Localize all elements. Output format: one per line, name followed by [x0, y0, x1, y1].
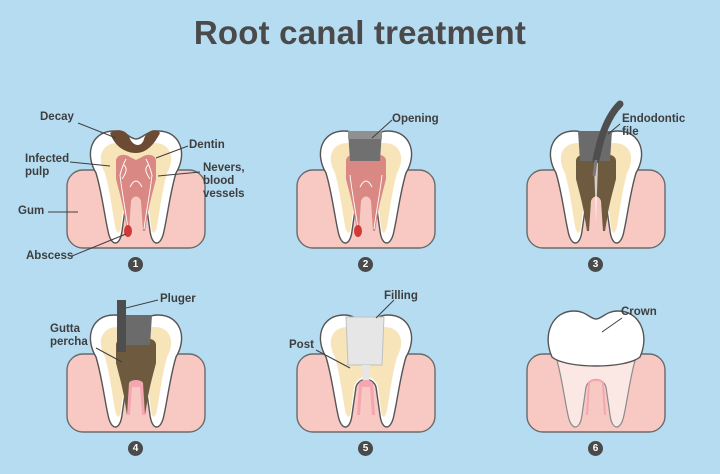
label-post: Post — [289, 339, 314, 351]
callout-lines — [48, 119, 623, 369]
label-dentin: Dentin — [189, 139, 225, 151]
tooth-step-1 — [89, 130, 183, 244]
step-number-1: 1 — [128, 257, 143, 272]
label-filling: Filling — [384, 290, 418, 302]
step-number-4: 4 — [128, 441, 143, 456]
label-decay: Decay — [40, 111, 74, 123]
label-pluger: Pluger — [160, 293, 196, 305]
page-title: Root canal treatment — [193, 14, 527, 51]
step-number-2: 2 — [358, 257, 373, 272]
label-endodontic-file: Endodontic file — [622, 113, 686, 138]
label-nerves-blood-vessels: Nevers, blood vessels — [203, 162, 245, 200]
step-number-6: 6 — [588, 441, 603, 456]
label-gutta-percha: Gutta percha — [50, 323, 88, 348]
step-number-5: 5 — [358, 441, 373, 456]
tooth-step-6 — [547, 310, 645, 428]
tooth-step-4 — [89, 314, 183, 428]
label-gum: Gum — [18, 205, 45, 217]
label-opening: Opening — [392, 113, 439, 125]
endodontic-file-instrument — [592, 100, 624, 177]
tooth-step-2 — [319, 130, 413, 244]
label-abscess: Abscess — [26, 250, 74, 262]
tooth-step-5 — [319, 314, 413, 428]
pluger-instrument — [117, 300, 126, 352]
step-number-3: 3 — [588, 257, 603, 272]
label-infected-pulp: Infected pulp — [25, 153, 70, 178]
label-crown: Crown — [621, 306, 657, 318]
